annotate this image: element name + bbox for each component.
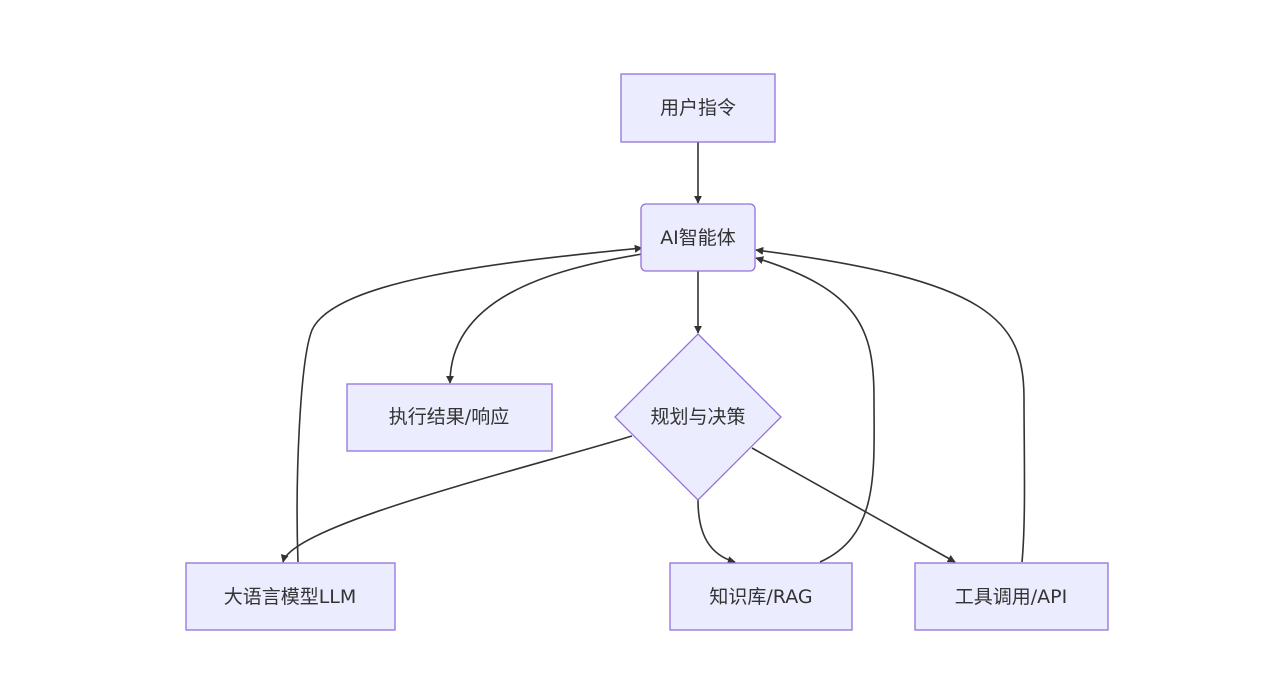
edge-planning-to-tool [751,447,956,563]
edge-llm-to-agent [296,244,643,563]
node-result: 执行结果/响应 [346,383,553,452]
node-planning: 规划与决策 [614,333,782,501]
edges [280,142,1026,564]
node-result-label: 执行结果/响应 [389,406,509,428]
edge-agent-to-result [446,253,643,384]
node-result-box [346,383,553,452]
edge-tool-to-agent [755,246,1026,563]
node-user-command-box [620,73,776,143]
node-ai-agent-box [640,203,756,272]
node-tool-call: 工具调用/API [914,562,1109,631]
node-tool-call-box [914,562,1109,631]
edge-planning-to-llm [280,435,633,563]
node-knowledge-base-box [669,562,853,631]
node-planning-label: 规划与决策 [650,406,745,428]
node-llm-box [185,562,396,631]
node-llm-label: 大语言模型LLM [224,586,357,608]
edge-knowledge-to-agent [755,256,875,563]
node-planning-diamond [614,333,782,501]
node-ai-agent: AI智能体 [640,203,756,272]
node-user-command-label: 用户指令 [660,97,736,119]
node-knowledge-base: 知识库/RAG [669,562,853,631]
node-llm: 大语言模型LLM [185,562,396,631]
node-ai-agent-label: AI智能体 [660,227,736,249]
edge-planning-to-knowledge [697,499,736,564]
node-tool-call-label: 工具调用/API [955,586,1067,608]
node-knowledge-base-label: 知识库/RAG [709,586,812,608]
node-user-command: 用户指令 [620,73,776,143]
